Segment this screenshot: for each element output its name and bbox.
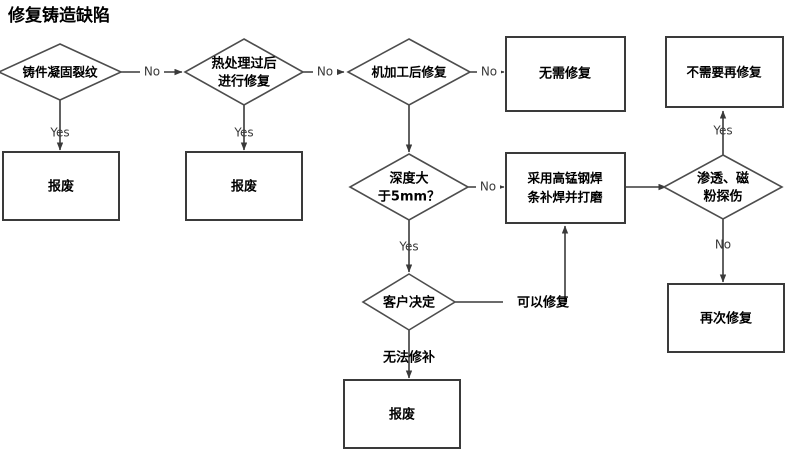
label-bg-d1-no xyxy=(140,63,164,81)
edge-label-d3-no: No xyxy=(481,65,497,79)
d6-diamond-shape xyxy=(662,154,784,220)
d1-label: 铸件凝固裂纹 xyxy=(22,65,98,80)
node-d6-penetrant-magnetic-inspection[interactable]: 渗透、磁 粉探伤 xyxy=(662,154,784,220)
d6-label-line2: 粉探伤 xyxy=(703,189,742,205)
d2-diamond-shape xyxy=(183,38,305,106)
label-bg-d2-no xyxy=(313,63,337,81)
edge-label-d6-yes: Yes xyxy=(712,124,732,138)
b6-box-shape xyxy=(667,283,785,353)
d2-label-line1: 热处理过后 xyxy=(211,56,276,72)
d1-diamond-shape xyxy=(0,43,123,101)
b5-box-shape xyxy=(505,152,626,224)
b3-box-shape xyxy=(505,36,626,112)
d5-diamond-shape xyxy=(361,273,457,331)
b3-label: 无需修复 xyxy=(538,66,592,82)
label-bg-d3-no xyxy=(477,63,501,81)
edge-label-d4-yes: Yes xyxy=(398,240,418,254)
b1-box-shape xyxy=(2,151,120,221)
b2-box-shape xyxy=(185,151,303,221)
b7-label: 报废 xyxy=(389,407,415,423)
node-b6-repair-again[interactable]: 再次修复 xyxy=(667,283,785,353)
b5-label-line2: 条补焊并打磨 xyxy=(526,190,603,205)
page-title: 修复铸造缺陷 xyxy=(7,5,110,26)
b7-box-shape xyxy=(343,379,461,449)
edge-label-d2-no: No xyxy=(317,65,333,79)
edge-label-d2-yes: Yes xyxy=(233,126,253,140)
b5-label-line1: 采用高锰钢焊 xyxy=(526,171,603,186)
b4-box-shape xyxy=(665,36,784,108)
d3-diamond-shape xyxy=(346,38,472,106)
d2-label-line2: 进行修复 xyxy=(218,74,271,90)
node-d3-post-machining-repair[interactable]: 机加工后修复 xyxy=(346,38,472,106)
node-d5-customer-decision[interactable]: 客户决定 xyxy=(361,273,457,331)
node-b5-high-manganese-steel-welding[interactable]: 采用高锰钢焊 条补焊并打磨 xyxy=(505,152,626,224)
node-b1-scrap[interactable]: 报废 xyxy=(2,151,120,221)
node-b2-scrap[interactable]: 报废 xyxy=(185,151,303,221)
edge-label-d5-repairable: 可以修复 xyxy=(517,295,570,311)
d4-diamond-shape xyxy=(348,153,470,221)
node-b3-no-repair-needed[interactable]: 无需修复 xyxy=(505,36,626,112)
node-d2-post-heat-treatment-repair[interactable]: 热处理过后 进行修复 xyxy=(183,38,305,106)
d4-label-line1: 深度大 xyxy=(389,171,428,187)
b1-label: 报废 xyxy=(48,179,74,195)
d3-label: 机加工后修复 xyxy=(371,65,447,80)
edge-label-d5-unrepairable: 无法修补 xyxy=(382,350,435,366)
b4-label: 不需要再修复 xyxy=(686,65,762,80)
node-d4-depth-over-5mm[interactable]: 深度大 于5mm？ xyxy=(348,153,470,221)
b6-label: 再次修复 xyxy=(700,311,753,327)
node-b4-no-further-repair-needed[interactable]: 不需要再修复 xyxy=(665,36,784,108)
edge-label-d6-no: No xyxy=(715,238,731,252)
node-b7-scrap[interactable]: 报废 xyxy=(343,379,461,449)
d6-label-line1: 渗透、磁 xyxy=(697,171,749,187)
edge-label-d4-no: No xyxy=(480,180,496,194)
d4-label-line2: 于5mm？ xyxy=(378,190,440,205)
label-bg-d4-no xyxy=(476,178,500,196)
edge-label-d1-no: No xyxy=(144,65,160,79)
node-d1-casting-crack[interactable]: 铸件凝固裂纹 xyxy=(0,43,123,101)
edge-label-d1-yes: Yes xyxy=(49,126,69,140)
d5-label: 客户决定 xyxy=(383,295,435,311)
b2-label: 报废 xyxy=(231,179,257,195)
